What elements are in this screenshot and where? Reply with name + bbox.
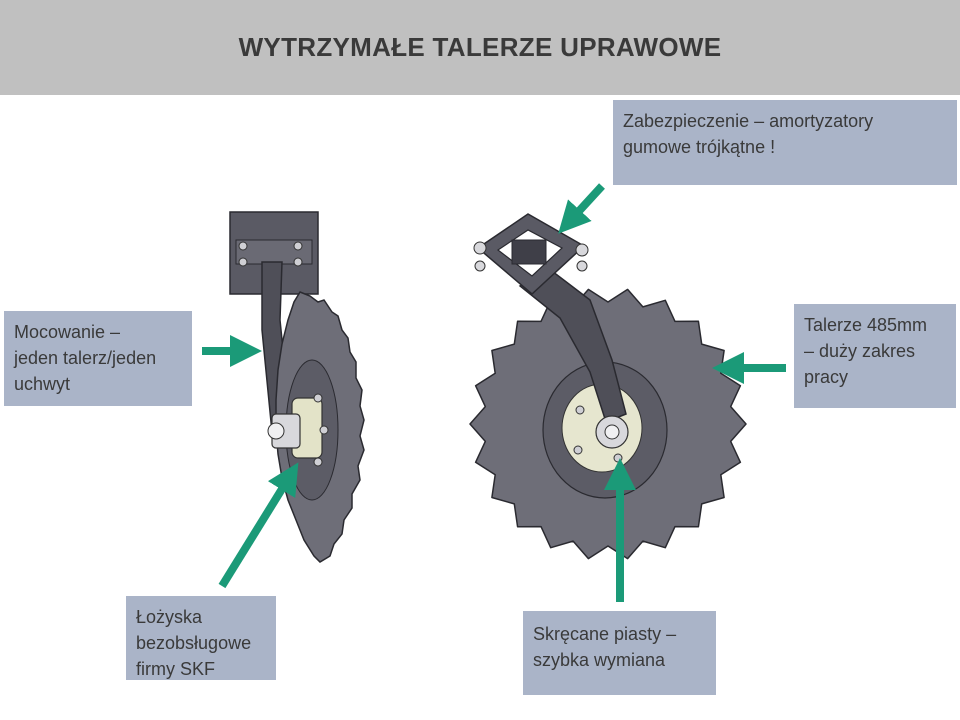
callout-discs: Talerze 485mm – duży zakres pracy — [794, 304, 956, 408]
bolt-icon — [319, 425, 329, 435]
bolt-icon — [613, 453, 623, 463]
rubber-core — [511, 239, 547, 265]
bolt-icon — [473, 241, 487, 255]
callout-line: Skręcane piasty – — [533, 624, 677, 644]
callout-line: szybka wymiana — [533, 650, 666, 670]
callout-line: pracy — [804, 367, 849, 387]
callout-line: Mocowanie – — [14, 322, 121, 342]
callout-line: gumowe trójkątne ! — [623, 137, 776, 157]
callout-line: Zabezpieczenie – amortyzatory — [623, 111, 874, 131]
bolt-icon — [313, 393, 323, 403]
bolt-icon — [238, 241, 248, 251]
callout-line: – duży zakres — [804, 341, 916, 361]
bolt-icon — [293, 241, 303, 251]
bolt-icon — [474, 260, 486, 272]
page-title: WYTRZYMAŁE TALERZE UPRAWOWE — [238, 32, 722, 62]
bolt-icon — [576, 260, 588, 272]
bolt-icon — [293, 257, 303, 267]
callout-line: Talerze 485mm — [804, 315, 928, 335]
callout-hubs: Skręcane piasty – szybka wymiana — [523, 611, 716, 695]
callout-line: uchwyt — [14, 374, 71, 394]
callout-safety: Zabezpieczenie – amortyzatory gumowe tró… — [613, 100, 957, 185]
callout-bearings: Łożyska bezobsługowe firmy SKF — [126, 596, 276, 680]
callout-line: bezobsługowe — [136, 633, 252, 653]
callout-line: firmy SKF — [136, 659, 215, 679]
bolt-icon — [313, 457, 323, 467]
bolt-icon — [575, 405, 585, 415]
axle-end — [604, 424, 620, 440]
front-view-disc-assembly — [469, 213, 747, 560]
bolt-icon — [573, 445, 583, 455]
curved-arm — [518, 267, 627, 423]
bolt-icon — [575, 243, 589, 257]
callout-mounting: Mocowanie – jeden talerz/jeden uchwyt — [4, 311, 192, 406]
arrow-safety — [558, 183, 605, 234]
title-bar: WYTRZYMAŁE TALERZE UPRAWOWE — [0, 0, 960, 95]
axle-end — [267, 422, 285, 440]
side-view-disc-assembly — [229, 211, 365, 563]
callout-line: Łożyska — [136, 607, 203, 627]
arrow-bearings — [218, 462, 299, 589]
bolt-icon — [238, 257, 248, 267]
callout-line: jeden talerz/jeden — [14, 348, 157, 368]
